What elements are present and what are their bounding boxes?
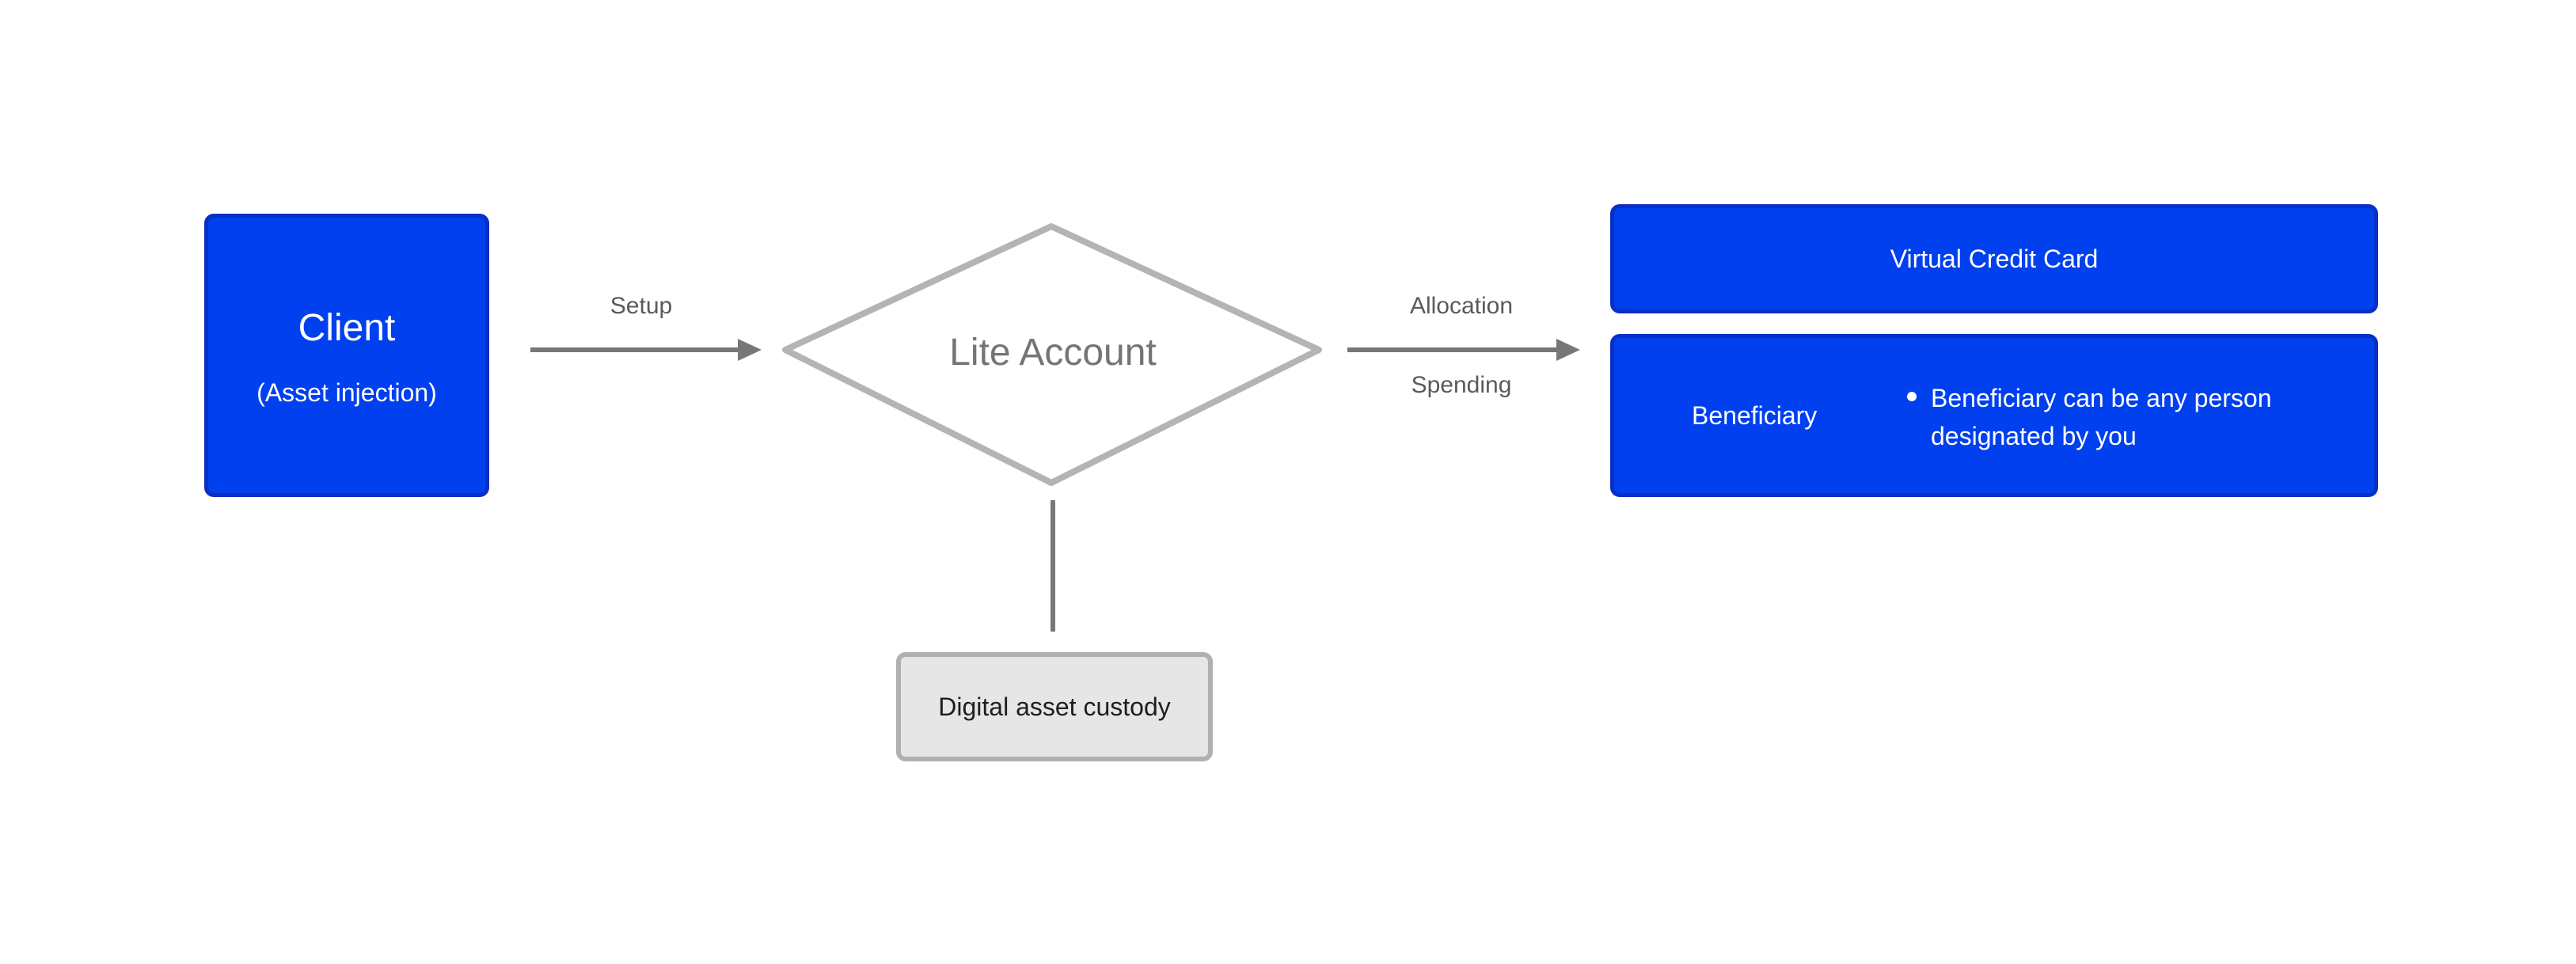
allocation-arrow-head [1556, 339, 1580, 361]
client-subtitle: (Asset injection) [256, 378, 437, 407]
virtual-credit-card-node: Virtual Credit Card [1610, 204, 2378, 313]
beneficiary-bullet-item: Beneficiary can be any person designated… [1907, 379, 2350, 455]
virtual-credit-card-label: Virtual Credit Card [1890, 244, 2099, 273]
client-node: Client (Asset injection) [204, 214, 489, 497]
digital-asset-custody-node: Digital asset custody [896, 652, 1213, 761]
spending-edge-label: Spending [1411, 372, 1512, 398]
setup-arrow-head [738, 339, 762, 361]
beneficiary-node: Beneficiary Beneficiary can be any perso… [1610, 334, 2378, 497]
lite-account-label: Lite Account [949, 332, 1157, 374]
beneficiary-label: Beneficiary [1692, 400, 1818, 430]
digital-asset-custody-label: Digital asset custody [938, 692, 1171, 721]
lite-account-diamond [782, 223, 1322, 486]
setup-edge-label: Setup [610, 293, 673, 319]
client-title: Client [298, 307, 396, 350]
beneficiary-bullet-text: Beneficiary can be any person designated… [1931, 384, 2272, 450]
bullet-dot-icon [1907, 392, 1917, 401]
allocation-edge-label: Allocation [1409, 293, 1514, 319]
